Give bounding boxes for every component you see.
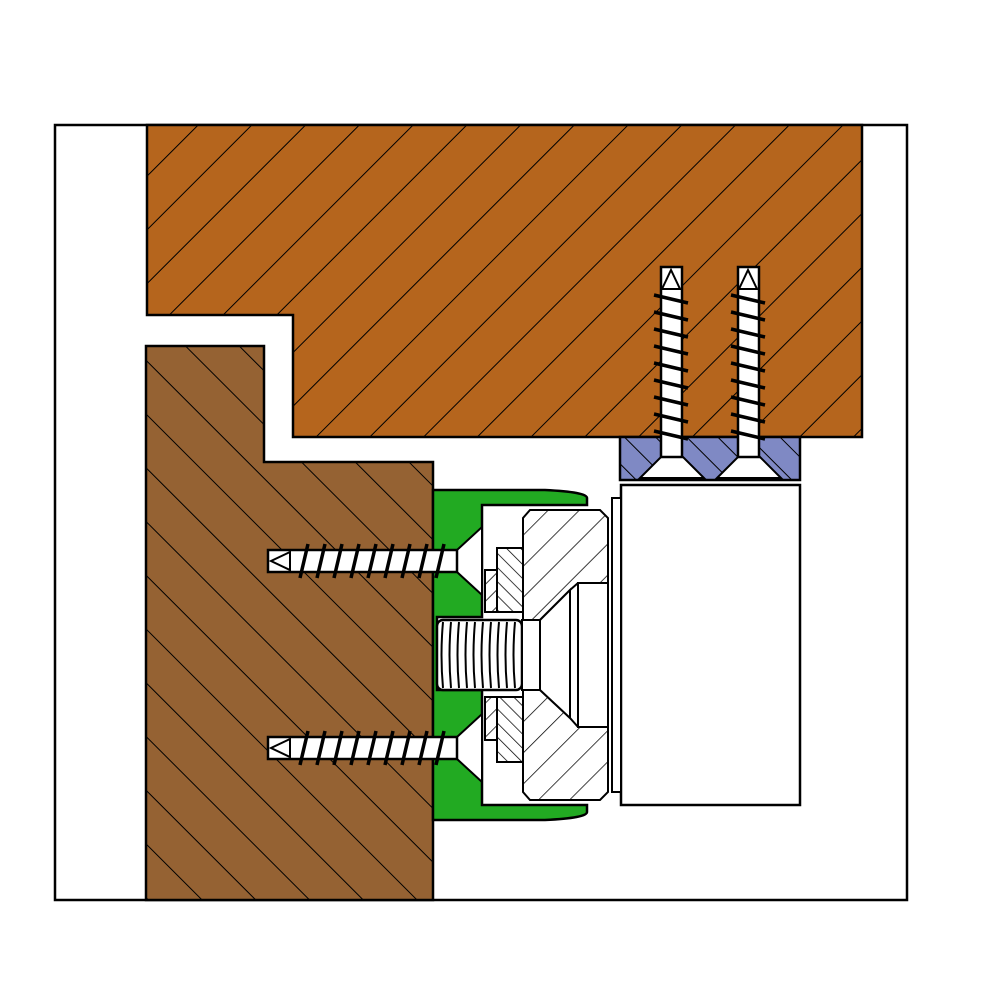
washer-outer xyxy=(496,547,524,763)
thread-line xyxy=(472,621,476,689)
thread-line xyxy=(464,621,468,689)
thread-line xyxy=(480,621,484,689)
thread-line xyxy=(440,621,444,689)
mounting-plate xyxy=(618,435,802,482)
thread-line xyxy=(512,621,516,689)
wood-screw-icon xyxy=(653,265,689,459)
lower-wood-post xyxy=(144,344,435,902)
wood-screw-icon xyxy=(266,543,459,579)
thread-line xyxy=(496,621,500,689)
thread-line xyxy=(456,621,460,689)
hex-nut xyxy=(522,509,609,801)
housing-block xyxy=(619,483,802,807)
threaded-bolt xyxy=(435,618,541,692)
thread-line xyxy=(448,621,452,689)
wood-screw-icon xyxy=(266,730,459,766)
wood-screw-icon xyxy=(730,265,766,459)
thread-line xyxy=(488,621,492,689)
spacer-plate xyxy=(611,497,622,793)
thread-line xyxy=(504,621,508,689)
